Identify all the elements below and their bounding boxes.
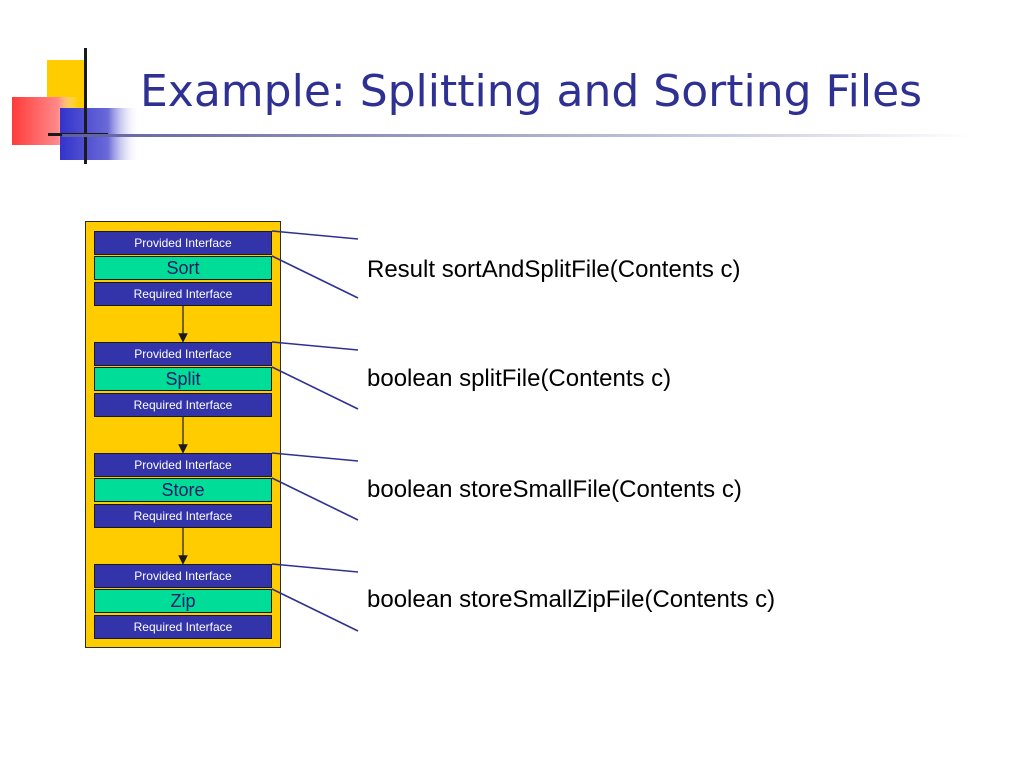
zip-callout-bottom xyxy=(271,588,359,632)
split-callout-bottom xyxy=(271,366,359,410)
store-method-signature: boolean storeSmallFile(Contents c) xyxy=(367,476,742,503)
slide-title: Example: Splitting and Sorting Files xyxy=(140,66,923,117)
zip-method-signature: boolean storeSmallZipFile(Contents c) xyxy=(367,586,776,613)
sort-provided-interface: Provided Interface xyxy=(94,231,272,255)
store-component: Store xyxy=(94,478,272,502)
sort-required-interface: Required Interface xyxy=(94,282,272,306)
sort-callout-top xyxy=(271,230,359,240)
zip-component: Zip xyxy=(94,589,272,613)
split-callout-top xyxy=(271,341,359,351)
title-underline xyxy=(62,134,972,137)
store-provided-interface: Provided Interface xyxy=(94,453,272,477)
store-callout-bottom xyxy=(271,477,359,521)
split-component: Split xyxy=(94,367,272,391)
split-method-signature: boolean splitFile(Contents c) xyxy=(367,365,672,392)
sort-callout-bottom xyxy=(271,255,359,299)
sort-component: Sort xyxy=(94,256,272,280)
zip-callout-top xyxy=(271,563,359,573)
sort-method-signature: Result sortAndSplitFile(Contents c) xyxy=(367,256,741,283)
store-required-interface: Required Interface xyxy=(94,504,272,528)
zip-required-interface: Required Interface xyxy=(94,615,272,639)
split-provided-interface: Provided Interface xyxy=(94,342,272,366)
store-callout-top xyxy=(271,452,359,462)
split-required-interface: Required Interface xyxy=(94,393,272,417)
